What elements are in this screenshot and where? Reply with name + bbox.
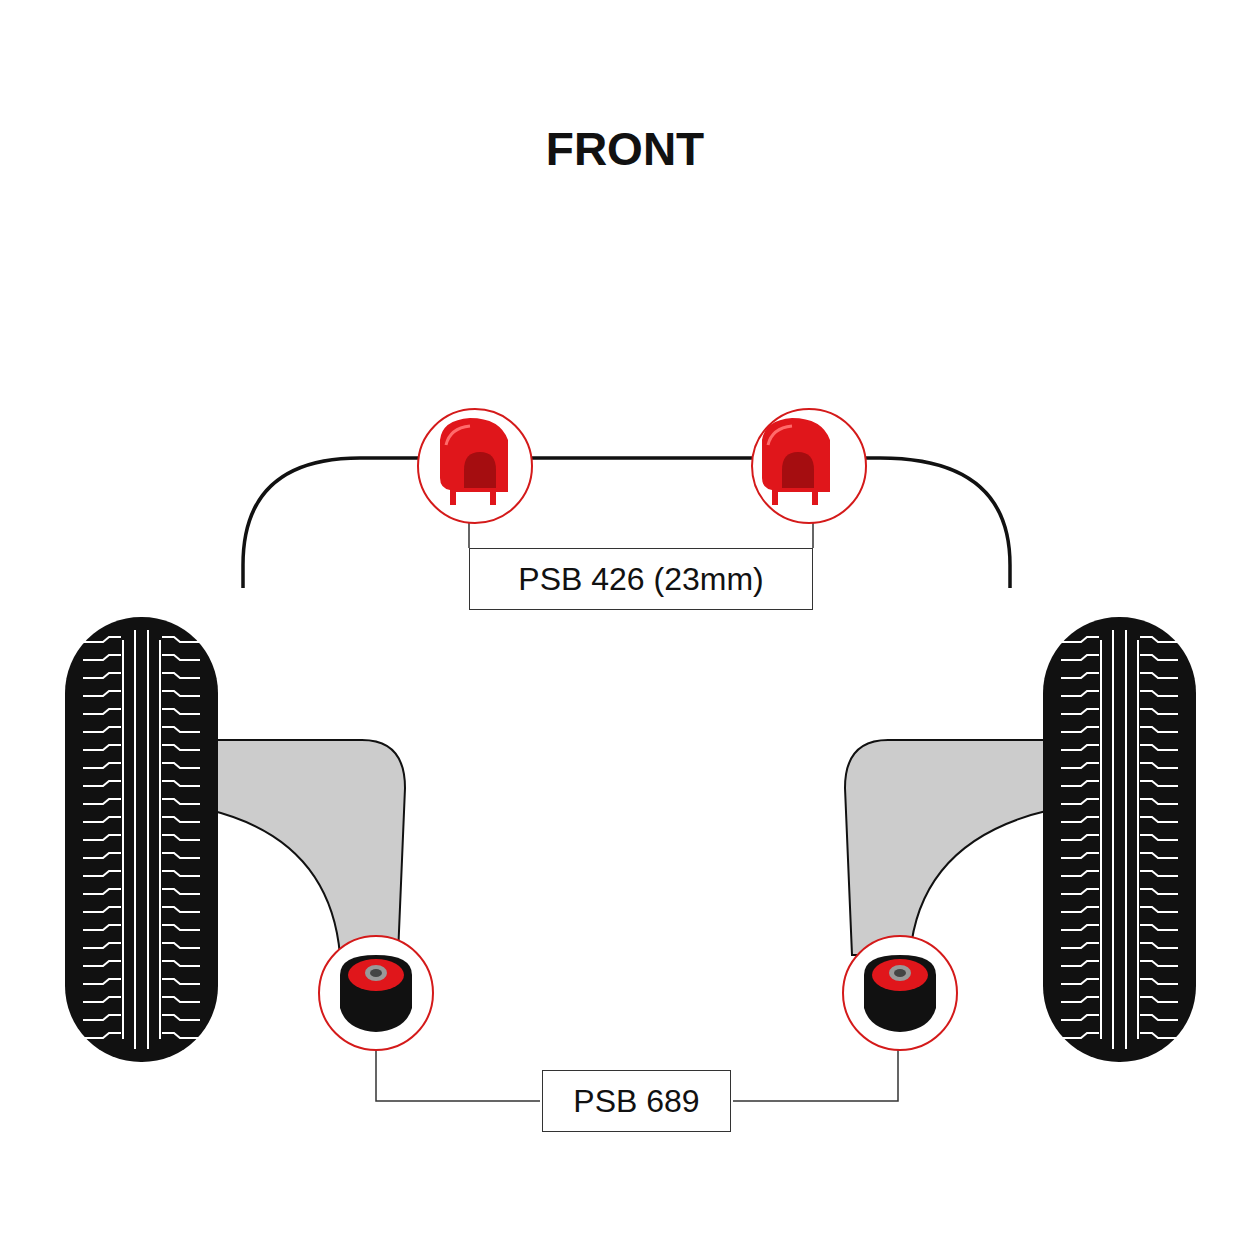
- part-number-box: PSB 426 (23mm): [469, 548, 813, 610]
- diagram-title: FRONT: [0, 122, 1250, 176]
- leader-line: [468, 523, 470, 548]
- part-number: PSB 426 (23mm): [518, 563, 763, 595]
- lower-arm: [845, 740, 1050, 955]
- leader-line: [376, 1050, 540, 1101]
- lower-arm: [210, 740, 405, 955]
- tyre-tread: [1061, 630, 1178, 1049]
- leader-lines: [376, 523, 898, 1101]
- bush-callout: [418, 409, 532, 523]
- bush-callout: [752, 409, 866, 523]
- arm-bush-callout: [843, 936, 957, 1050]
- part-number: PSB 689: [573, 1085, 699, 1117]
- leader-line: [812, 523, 814, 548]
- tyre-tread: [83, 630, 200, 1049]
- tyre: [1043, 617, 1196, 1062]
- tyre: [65, 617, 218, 1062]
- leader-line: [733, 1050, 898, 1101]
- part-number-box: PSB 689: [542, 1070, 731, 1132]
- arm-bush-callout: [319, 936, 433, 1050]
- tyres: [65, 617, 1196, 1062]
